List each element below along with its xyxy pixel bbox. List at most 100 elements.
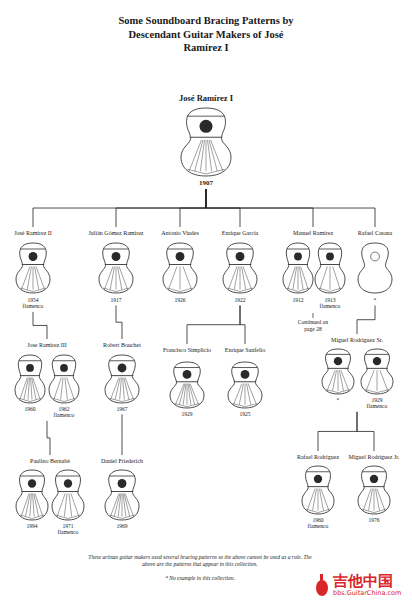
- harmonic-bar: [176, 381, 198, 382]
- fan-brace: [110, 267, 114, 290]
- harmonic-bar: [364, 486, 385, 487]
- guitar-top: [358, 466, 390, 514]
- fan-brace: [307, 489, 315, 511]
- closing-bar: [180, 288, 193, 292]
- fan-brace: [179, 384, 185, 405]
- harmonic-bar: [58, 491, 79, 492]
- guitar-outline: [358, 243, 392, 293]
- fan-brace: [330, 267, 331, 290]
- guitar-top: [283, 243, 313, 293]
- fan-brace: [363, 489, 371, 511]
- closing-bar: [374, 509, 386, 512]
- fan-brace: [61, 378, 64, 400]
- harmonic-bar: [306, 471, 330, 472]
- guitar-top: [358, 243, 392, 293]
- closing-bar: [20, 515, 32, 519]
- harmonic-bar: [20, 375, 40, 376]
- guitar-outline: [105, 355, 139, 403]
- closing-bar: [33, 288, 46, 292]
- closing-bar: [103, 288, 116, 292]
- fan-brace: [369, 489, 373, 511]
- sound-hole: [371, 252, 380, 261]
- fan-brace: [211, 140, 224, 171]
- fan-brace: [243, 267, 252, 290]
- guitar-top: [15, 355, 45, 403]
- footnote-caption: These artisan guitar makers used several…: [85, 554, 315, 569]
- fan-brace: [33, 267, 34, 290]
- closing-bar: [187, 403, 200, 406]
- fan-brace: [110, 494, 119, 517]
- fan-brace: [239, 384, 243, 405]
- year-label: 1917: [110, 297, 121, 303]
- fan-brace: [65, 378, 68, 400]
- year-label: 1926: [174, 297, 185, 303]
- maker-name: Miguel Rodríguez Jr.: [349, 454, 400, 461]
- closing-bar: [122, 398, 135, 401]
- year-label: 1962 flamenco: [49, 406, 79, 419]
- harmonic-bar: [319, 249, 341, 250]
- sound-hole: [112, 252, 121, 261]
- fan-brace: [228, 267, 237, 290]
- harmonic-bar: [367, 368, 388, 369]
- fan-brace: [31, 378, 33, 400]
- fan-brace: [118, 267, 122, 290]
- lineage-line: [206, 189, 375, 227]
- sound-hole: [373, 357, 381, 365]
- closing-bar: [338, 390, 350, 393]
- guitar-top: [361, 349, 393, 394]
- fan-brace: [377, 370, 378, 391]
- year-label: 1960 flamenco: [302, 517, 334, 530]
- maker-name: Paulino Bernabé: [30, 458, 70, 465]
- harmonic-bar: [328, 368, 349, 369]
- maker-node: José Ramírez II1954 flamenco: [12, 228, 54, 311]
- maker-node: Enrique Sanfelio1925: [224, 345, 267, 418]
- guitar-outline: [223, 243, 257, 293]
- fan-brace: [321, 489, 329, 511]
- fan-brace: [233, 384, 242, 405]
- lineage-line: [122, 414, 123, 455]
- fan-brace: [69, 494, 72, 517]
- guitar-top: [16, 470, 48, 520]
- fan-brace: [24, 378, 29, 400]
- maker-name: Julián Gómez Ramírez: [89, 230, 144, 237]
- maker-node: Paulino Bernabé19941971 flamenco: [14, 456, 86, 537]
- closing-bar: [326, 390, 338, 393]
- harmonic-bar: [227, 249, 252, 250]
- fan-brace: [313, 489, 317, 511]
- harmonic-bar: [103, 249, 128, 250]
- fan-brace: [187, 384, 188, 405]
- closing-bar: [30, 398, 41, 401]
- year-label: *: [337, 397, 340, 403]
- guitar-outline: [16, 470, 48, 520]
- year-label: 1907: [199, 179, 213, 187]
- closing-bar: [362, 509, 374, 512]
- fan-brace: [189, 140, 202, 171]
- harmonic-bar: [234, 381, 256, 382]
- lineage-line: [357, 412, 374, 451]
- fan-brace: [183, 267, 192, 290]
- harmonic-bar: [109, 476, 134, 477]
- fan-brace: [28, 378, 30, 400]
- harmonic-bar: [20, 249, 45, 250]
- maker-node: Rafael Rodríguez1960 flamenco: [296, 452, 340, 531]
- fan-brace: [206, 140, 207, 171]
- harmonic-bar: [308, 486, 329, 487]
- year-label: 1967: [116, 406, 127, 412]
- year-label: 1976: [368, 517, 379, 523]
- guitar-top: [223, 243, 257, 293]
- fan-brace: [118, 494, 121, 517]
- fan-brace: [200, 140, 204, 171]
- maker-node: Julián Gómez Ramírez 1917: [88, 228, 145, 304]
- harmonic-bar: [20, 476, 44, 477]
- closing-bar: [319, 288, 330, 292]
- maker-node: Enrique García1922: [218, 228, 262, 304]
- fan-brace: [320, 267, 328, 290]
- maker-node: Daniel Friederich1969: [100, 456, 144, 530]
- guitar-outline: [99, 243, 133, 293]
- fan-brace: [299, 267, 303, 290]
- fan-brace: [36, 267, 45, 290]
- harmonic-bar: [232, 367, 257, 368]
- maker-node: Manuel Ramírez19121913 flamenco: [282, 228, 346, 311]
